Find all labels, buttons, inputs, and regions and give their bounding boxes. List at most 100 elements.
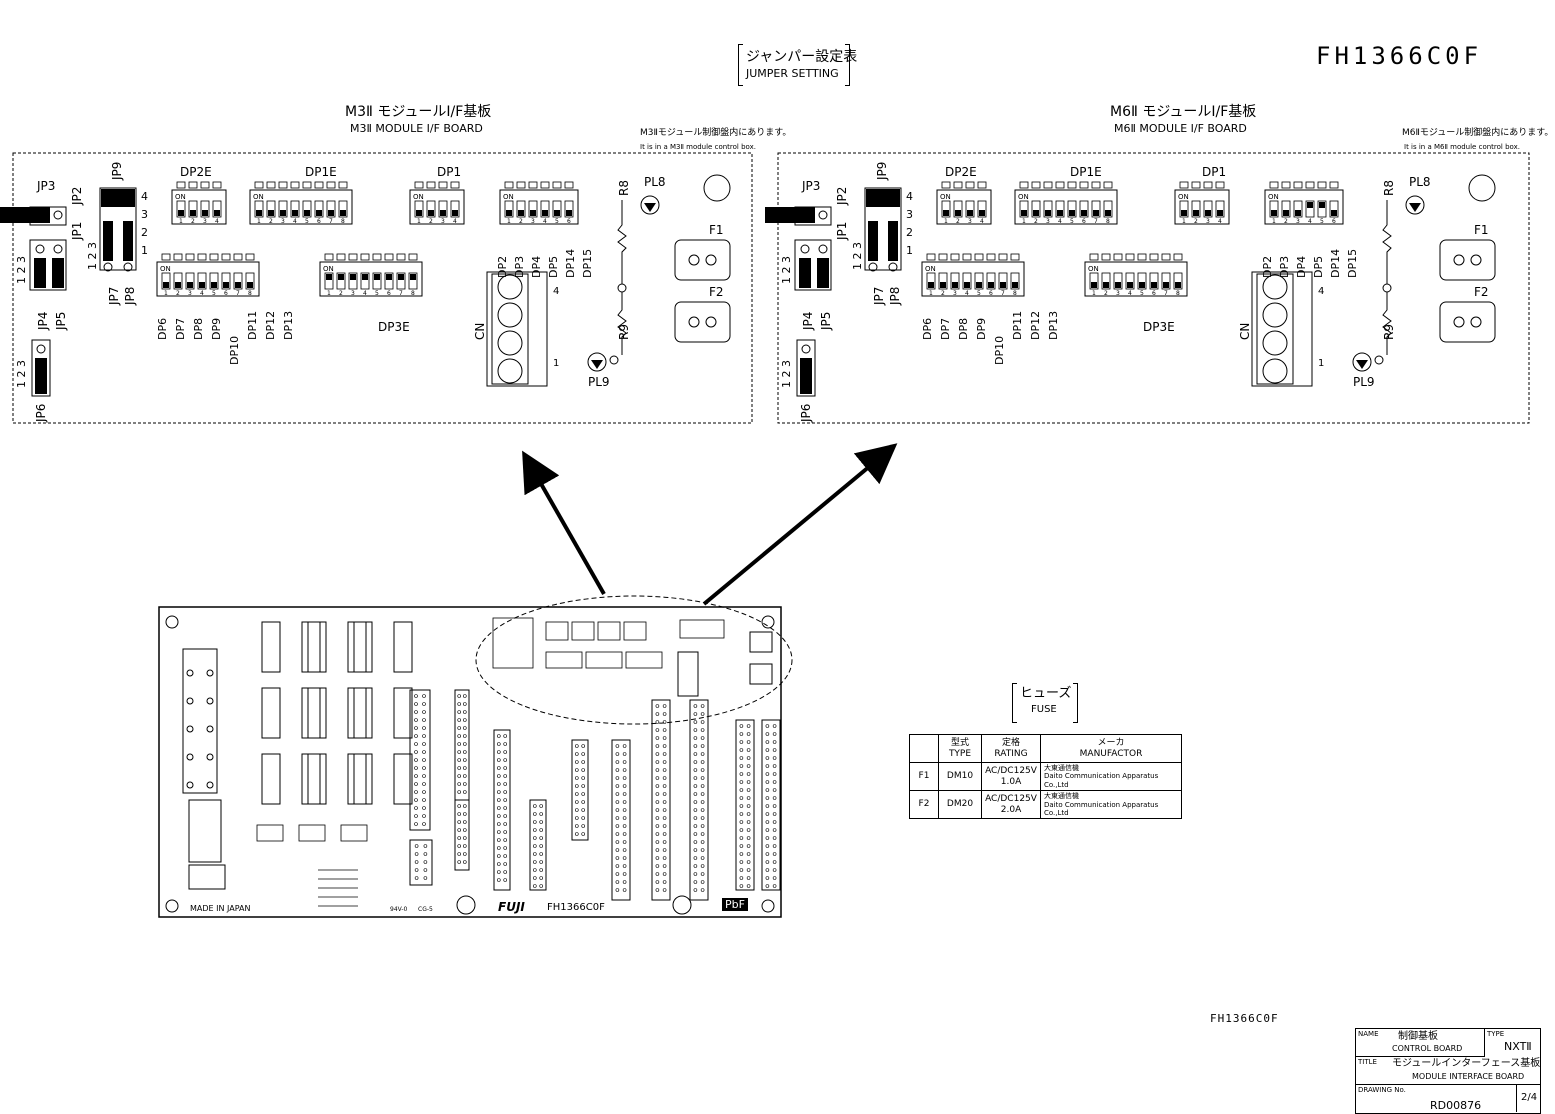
- pcb-ic-pin: [503, 790, 508, 794]
- dp6-13-switch: [950, 272, 960, 290]
- dp6-13-switch: [986, 272, 996, 290]
- pcb-ic: [409, 689, 431, 831]
- pcb-ic-pin: [772, 836, 777, 840]
- pcb-ic-pin: [422, 766, 426, 770]
- pcb-ic-pin: [414, 766, 418, 770]
- pcb-ic-pin: [462, 742, 467, 746]
- dp2e-switch-knob: [202, 210, 208, 216]
- pcb-ic-pin: [700, 848, 705, 852]
- pl8-label: PL8: [1409, 175, 1431, 189]
- pcb-ic-pin: [700, 744, 705, 748]
- pcb-ic-pin: [693, 784, 698, 788]
- dp6-13-switch-knob: [964, 282, 970, 288]
- pcb-ic-pin: [746, 812, 751, 816]
- pcb-ic-pin: [457, 702, 462, 706]
- pcb-pad: [186, 669, 194, 677]
- pcb-ic-pin: [414, 742, 418, 746]
- pcb-ic-pin: [765, 884, 770, 888]
- dp2e-switch-knob: [178, 210, 184, 216]
- dp6-13-pin: [962, 253, 972, 261]
- dp-high-label: DP2: [496, 256, 509, 278]
- dp1e-pin: [1043, 181, 1053, 189]
- pcb-ic-pin: [457, 774, 462, 778]
- pcb-ic-pin: [772, 820, 777, 824]
- dp-aux-body: [1264, 189, 1344, 225]
- mount-hole: [1468, 174, 1496, 202]
- dp-aux-num: 2: [1284, 218, 1288, 225]
- dp-aux-switch-knob: [1319, 202, 1325, 208]
- pcb-ic-pin: [662, 800, 667, 804]
- jp8-pin: [888, 262, 898, 272]
- pcb-ic-pin: [700, 728, 705, 732]
- pcb-dip: [571, 621, 595, 641]
- pcb-ic-pin: [457, 710, 462, 714]
- dp3e-num: 4: [1128, 290, 1132, 297]
- pcb-ic-pin: [503, 734, 508, 738]
- pcb-ic-pin: [422, 726, 426, 730]
- dp2e-body: [171, 189, 227, 225]
- dp1e-switch-knob: [280, 210, 286, 216]
- dp-aux-switch: [528, 200, 538, 218]
- dp-aux-pin: [516, 181, 526, 189]
- dp6-13-pin: [986, 253, 996, 261]
- pcb-ic-pin: [581, 776, 586, 780]
- dp1e-switch-knob: [1081, 210, 1087, 216]
- dp2e-switch-knob: [955, 210, 961, 216]
- dp3e-pin: [1137, 253, 1147, 261]
- pcb-ic-pin: [462, 812, 467, 816]
- dp1-switch-knob: [452, 210, 458, 216]
- pcb-ic-pin: [693, 880, 698, 884]
- pcb-ic-pin: [662, 792, 667, 796]
- pcb-ic-pin: [622, 744, 627, 748]
- dp-high-label: DP15: [581, 249, 594, 278]
- dp6-13-switch: [185, 272, 195, 290]
- pcb-ic-pin: [462, 844, 467, 848]
- pcb-dip: [585, 651, 623, 669]
- pcb-ic: [493, 729, 511, 891]
- pcb-ic: [689, 699, 709, 901]
- pcb-ic-pin: [539, 860, 544, 864]
- dp6-13-switch: [962, 272, 972, 290]
- tb-drawing-no: RD00876: [1430, 1099, 1482, 1112]
- dp-aux-pin: [1293, 181, 1303, 189]
- dp6-13-switch: [221, 272, 231, 290]
- dp1-switch: [438, 200, 448, 218]
- pcb-ic-pin: [693, 744, 698, 748]
- pcb-ic-pin: [700, 768, 705, 772]
- dp-aux-switch-knob: [1271, 210, 1277, 216]
- dp3e-num: 6: [1152, 290, 1156, 297]
- pcb-ic-pin: [739, 876, 744, 880]
- dp1-pin: [426, 181, 436, 189]
- dp1-pin: [1215, 181, 1225, 189]
- cn-body: [486, 271, 548, 387]
- dp3e-switch-knob: [374, 274, 380, 280]
- pcb-ic-pin: [662, 736, 667, 740]
- pcb-cn: [677, 651, 699, 697]
- f1-pin: [705, 254, 717, 266]
- pcb-ic-pin: [414, 876, 419, 880]
- dp-high-label: DP3: [1278, 256, 1291, 278]
- pl8-label: PL8: [644, 175, 666, 189]
- dp-aux-switch-knob: [1331, 210, 1337, 216]
- pcb-jumpers: [492, 617, 534, 669]
- dp1e-switch: [1043, 200, 1053, 218]
- pcb-ic-pin: [496, 790, 501, 794]
- pcb-ic: [735, 719, 755, 891]
- jp6-header: [31, 339, 51, 397]
- pcb-ic-pin: [655, 848, 660, 852]
- dp1e-switch: [302, 200, 312, 218]
- pcb-pad: [206, 725, 214, 733]
- dp6-13-num: 6: [989, 290, 993, 297]
- jp5-label: JP5: [54, 312, 68, 331]
- dp-aux-num: 3: [1296, 218, 1300, 225]
- dp6-13-num: 5: [212, 290, 216, 297]
- f1-label: F1: [1474, 223, 1489, 237]
- dp1e-pin: [314, 181, 324, 189]
- pcb-ic-pin: [700, 784, 705, 788]
- dp6-13-switch: [974, 272, 984, 290]
- pcb-ic-pin: [422, 822, 426, 826]
- pcb-ic-pin: [765, 876, 770, 880]
- pcb-ic-pin: [574, 760, 579, 764]
